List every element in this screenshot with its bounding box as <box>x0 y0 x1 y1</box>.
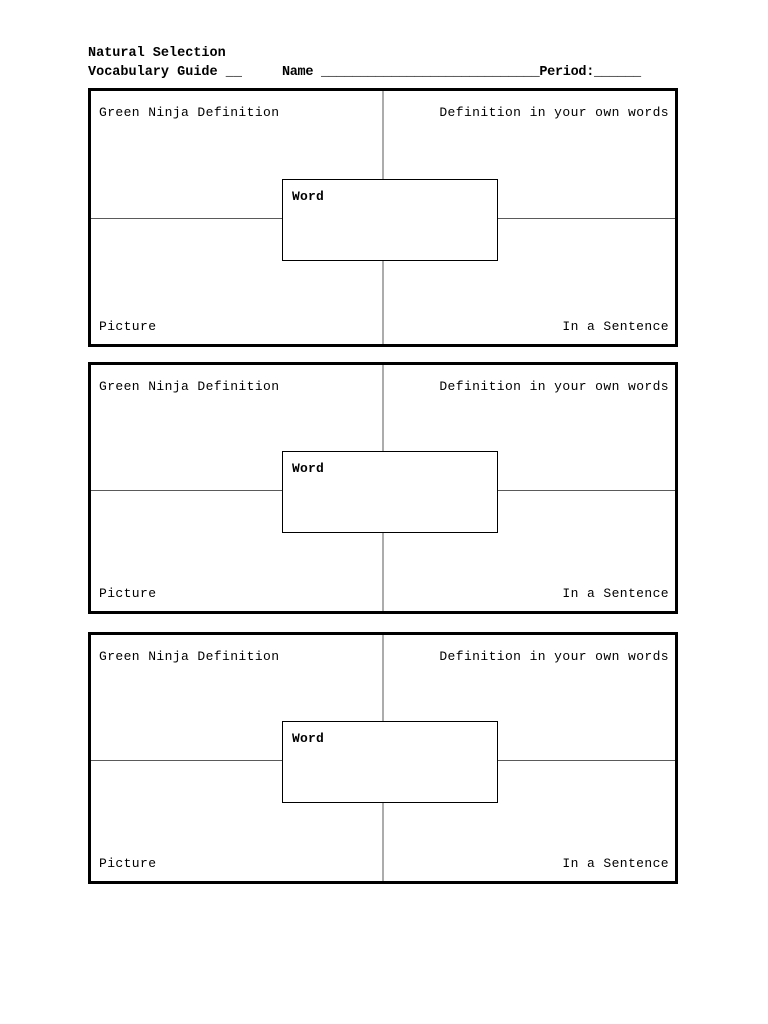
word-box-label: Word <box>292 731 325 746</box>
word-box[interactable]: Word <box>282 451 498 533</box>
word-box[interactable]: Word <box>282 721 498 803</box>
word-box[interactable]: Word <box>282 179 498 261</box>
vocabulary-block: Green Ninja Definition Definition in you… <box>88 88 678 347</box>
word-box-label: Word <box>292 461 325 476</box>
quadrant-label-green-ninja-definition: Green Ninja Definition <box>99 649 280 664</box>
quadrant-label-picture: Picture <box>99 856 157 871</box>
quadrant-label-own-words-definition: Definition in your own words <box>439 649 669 664</box>
name-period-field[interactable]: Name ____________________________Period:… <box>281 65 641 80</box>
quadrant-label-in-a-sentence: In a Sentence <box>562 319 669 334</box>
frayer-grid: Green Ninja Definition Definition in you… <box>91 365 675 611</box>
vocabulary-block: Green Ninja Definition Definition in you… <box>88 362 678 614</box>
frayer-grid: Green Ninja Definition Definition in you… <box>91 91 675 344</box>
quadrant-label-picture: Picture <box>99 319 157 334</box>
frayer-grid: Green Ninja Definition Definition in you… <box>91 635 675 881</box>
worksheet-subtitle: Vocabulary Guide __ <box>88 65 242 80</box>
quadrant-label-own-words-definition: Definition in your own words <box>439 379 669 394</box>
quadrant-label-picture: Picture <box>99 586 157 601</box>
header-subtitle-row: Vocabulary Guide __ Name _______________… <box>88 63 688 82</box>
vocabulary-block: Green Ninja Definition Definition in you… <box>88 632 678 884</box>
quadrant-label-own-words-definition: Definition in your own words <box>439 105 669 120</box>
page-title: Natural Selection <box>88 46 226 61</box>
word-box-label: Word <box>292 189 325 204</box>
quadrant-label-in-a-sentence: In a Sentence <box>562 856 669 871</box>
quadrant-label-green-ninja-definition: Green Ninja Definition <box>99 379 280 394</box>
document-header: Natural Selection Vocabulary Guide __ Na… <box>88 44 688 82</box>
quadrant-label-in-a-sentence: In a Sentence <box>562 586 669 601</box>
quadrant-label-green-ninja-definition: Green Ninja Definition <box>99 105 280 120</box>
